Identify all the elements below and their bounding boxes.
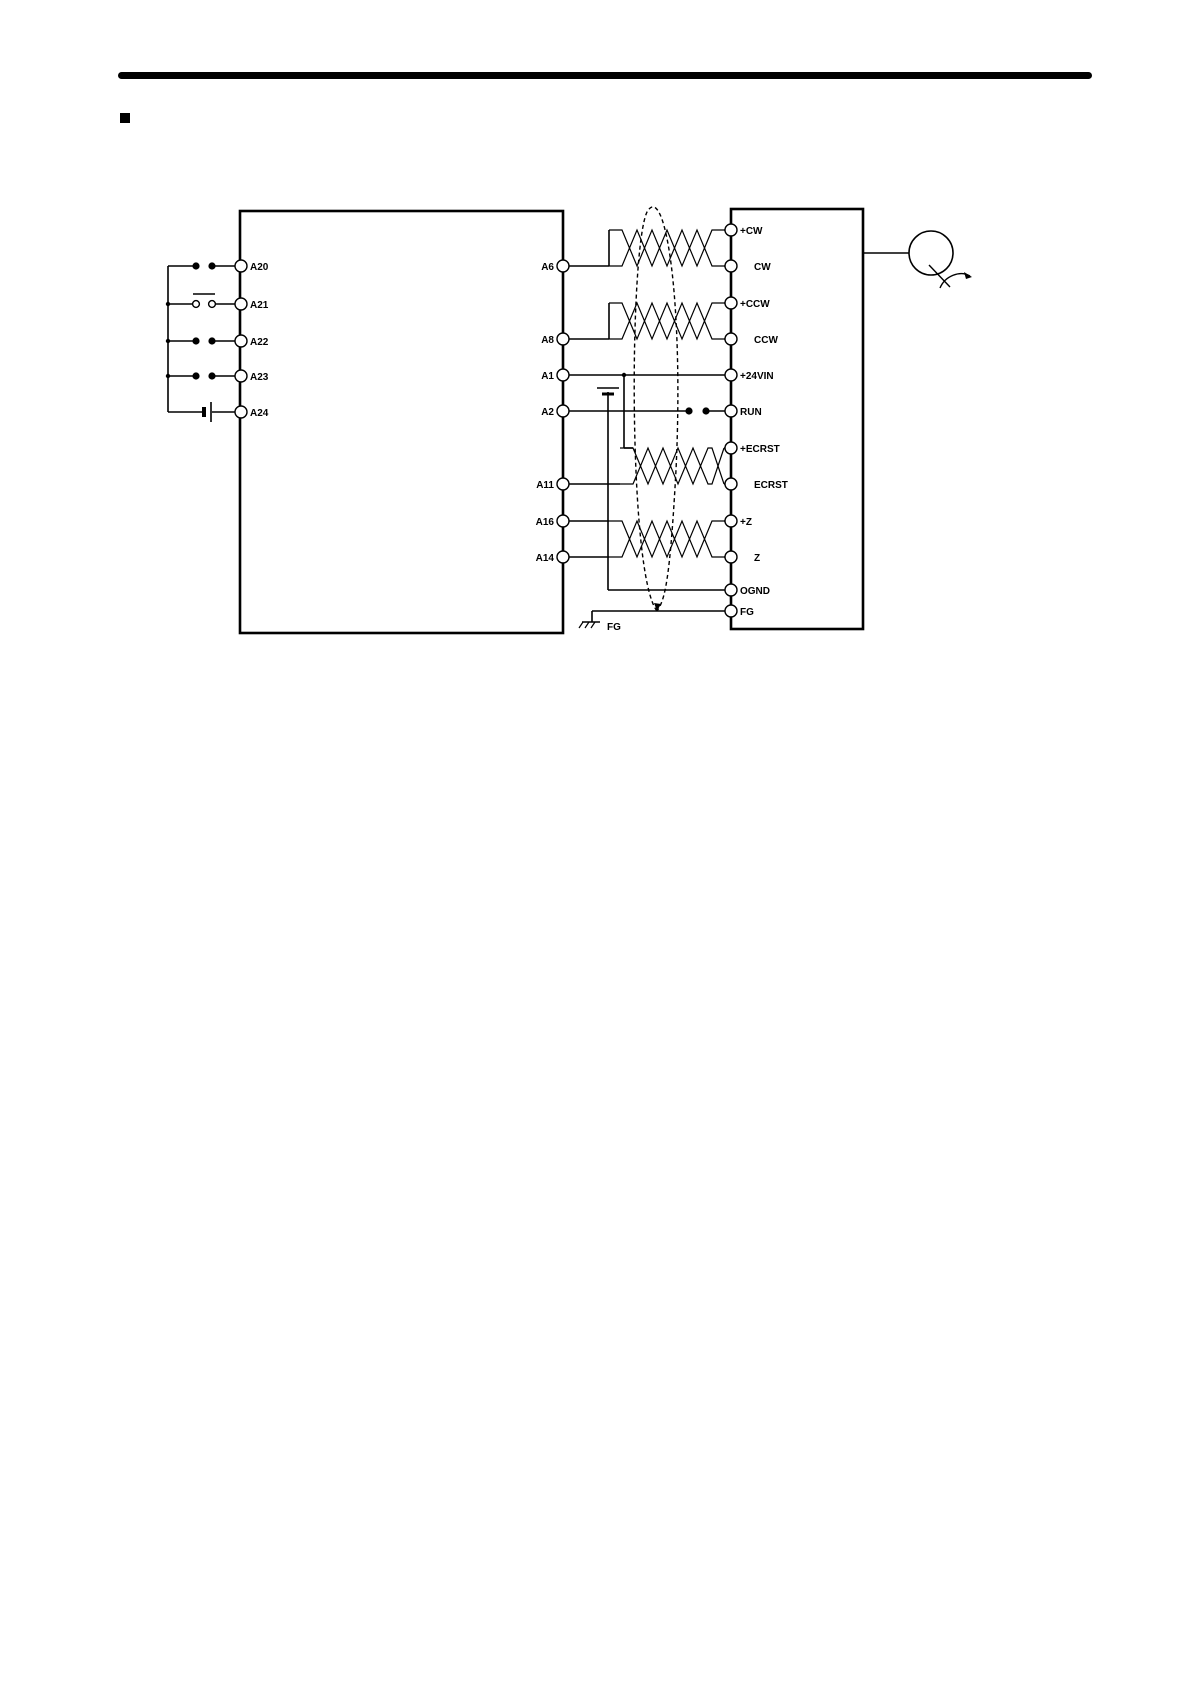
terminal-a16 (557, 515, 569, 527)
label-minus-cw: CW (754, 262, 771, 273)
driver-box (731, 209, 863, 629)
label-24vin: +24VIN (740, 371, 774, 382)
terminal-24vin (725, 369, 737, 381)
terminal-minus-z (725, 551, 737, 563)
label-plus-z: +Z (740, 517, 752, 528)
terminal-a21 (235, 298, 247, 310)
label-a16: A16 (536, 517, 555, 528)
label-a24: A24 (250, 408, 269, 419)
label-plus-ccw: +CCW (740, 299, 770, 310)
motor (863, 231, 972, 288)
shield-arrow-icon (654, 603, 661, 611)
label-ognd: OGND (740, 586, 770, 597)
label-a14: A14 (536, 553, 555, 564)
terminal-a11 (557, 478, 569, 490)
terminal-a23 (235, 370, 247, 382)
terminal-ognd (725, 584, 737, 596)
label-a6: A6 (541, 262, 554, 273)
terminal-a2 (557, 405, 569, 417)
signal-wires: FG (568, 230, 726, 633)
cable-shield (634, 207, 678, 611)
terminal-a1 (557, 369, 569, 381)
label-a11: A11 (536, 480, 554, 491)
terminal-minus-ecrst (725, 478, 737, 490)
terminal-fg (725, 605, 737, 617)
terminal-run (725, 405, 737, 417)
terminal-plus-ecrst (725, 442, 737, 454)
label-a21: A21 (250, 300, 269, 311)
ground-label: FG (607, 622, 621, 633)
label-minus-ecrst: ECRST (754, 480, 788, 491)
terminal-a20 (235, 260, 247, 272)
label-a23: A23 (250, 372, 269, 383)
label-a1: A1 (541, 371, 554, 382)
section-bullet (120, 113, 130, 123)
terminal-a6 (557, 260, 569, 272)
driver-terminals: +CW CW +CCW CCW +24VIN RUN +ECRST ECRST … (725, 224, 788, 618)
terminal-plus-z (725, 515, 737, 527)
rotation-arrow-icon (964, 272, 972, 279)
terminal-a8 (557, 333, 569, 345)
label-a8: A8 (541, 335, 554, 346)
terminal-a14 (557, 551, 569, 563)
label-run: RUN (740, 407, 762, 418)
label-plus-ecrst: +ECRST (740, 444, 780, 455)
label-a22: A22 (250, 337, 269, 348)
label-a2: A2 (541, 407, 554, 418)
terminal-a22 (235, 335, 247, 347)
label-fg: FG (740, 607, 754, 618)
label-plus-cw: +CW (740, 226, 763, 237)
controller-box (240, 211, 563, 633)
terminal-plus-ccw (725, 297, 737, 309)
terminal-minus-cw (725, 260, 737, 272)
terminal-minus-ccw (725, 333, 737, 345)
motor-icon (909, 231, 953, 275)
label-a20: A20 (250, 262, 269, 273)
terminal-plus-cw (725, 224, 737, 236)
label-minus-ccw: CCW (754, 335, 778, 346)
input-circuit (166, 262, 236, 422)
label-minus-z: Z (754, 553, 760, 564)
terminal-a24 (235, 406, 247, 418)
header-rule (118, 72, 1092, 79)
twisted-pair-cables (609, 230, 724, 557)
